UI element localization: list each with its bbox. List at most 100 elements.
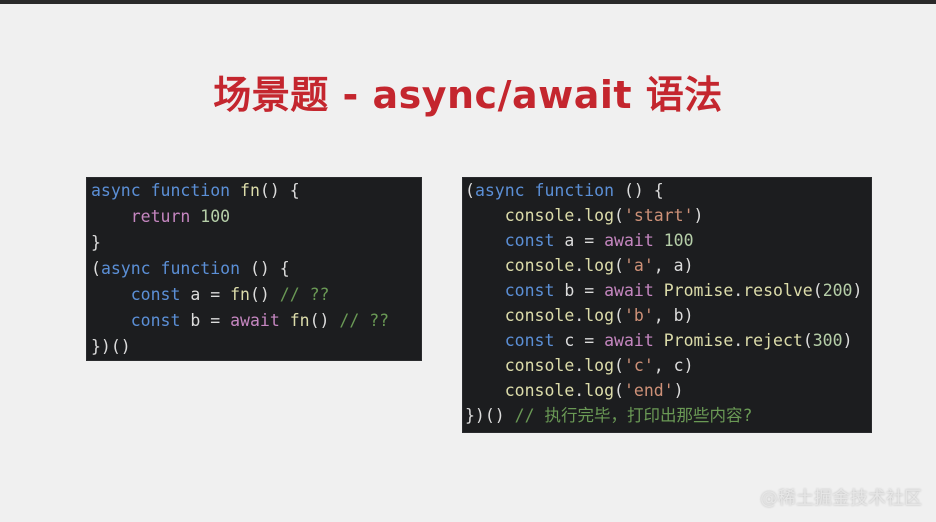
code-token: console [504, 306, 575, 325]
code-token: ) [693, 206, 704, 225]
code-token: ) [852, 281, 863, 300]
code-token: . [733, 281, 744, 300]
code-line: const b = await fn() // ?? [91, 308, 421, 334]
code-token: fn [240, 181, 260, 200]
code-token: , b) [653, 306, 694, 325]
code-token: . [574, 356, 585, 375]
code-token: // 执行完毕，打印出那些内容? [514, 406, 753, 425]
code-token: console [504, 356, 575, 375]
code-token: () { [249, 259, 290, 278]
code-token: const [504, 331, 565, 350]
code-token: fn [289, 311, 310, 330]
code-token: 'a' [623, 256, 654, 275]
code-token: b = [190, 311, 231, 330]
code-token: async function [91, 181, 241, 200]
code-token: const [130, 311, 191, 330]
code-token [465, 306, 505, 325]
code-token: } [91, 233, 101, 252]
watermark: @稀土掘金技术社区 [760, 488, 922, 509]
code-block-right: (async function () { console.log('start'… [462, 177, 872, 433]
code-token: 100 [200, 207, 231, 226]
code-token: b = [564, 281, 605, 300]
code-token: 'c' [623, 356, 654, 375]
code-token: log [584, 256, 615, 275]
code-line: async function fn() { [91, 178, 421, 204]
code-token: , a) [653, 256, 694, 275]
code-token: })() [91, 337, 131, 356]
code-token [91, 207, 131, 226]
code-line: const a = await 100 [465, 228, 871, 253]
code-token: await [604, 281, 664, 300]
code-line: })() // 执行完毕，打印出那些内容? [465, 403, 871, 428]
code-line: (async function () { [465, 178, 871, 203]
code-token: . [733, 331, 744, 350]
code-token: 'b' [623, 306, 654, 325]
code-token: ( [802, 331, 813, 350]
code-token [465, 381, 505, 400]
code-token [465, 206, 505, 225]
code-token: Promise [663, 331, 734, 350]
code-token: 200 [822, 281, 853, 300]
code-token: log [584, 356, 615, 375]
code-line: const c = await Promise.reject(300) [465, 328, 871, 353]
code-line: console.log('b', b) [465, 303, 871, 328]
code-token: await [604, 331, 664, 350]
code-token: a = [190, 285, 231, 304]
code-token [91, 311, 131, 330]
code-token [465, 231, 505, 250]
code-token: ( [91, 259, 101, 278]
code-token: 100 [663, 231, 694, 250]
code-token: 300 [812, 331, 843, 350]
code-line: } [91, 230, 421, 256]
code-token: })() [465, 406, 515, 425]
code-token: console [504, 381, 575, 400]
code-token: ( [614, 306, 624, 325]
code-token: ) [842, 331, 853, 350]
code-line: console.log('a', a) [465, 253, 871, 278]
code-token: 'start' [623, 206, 694, 225]
code-token: async function [474, 181, 624, 200]
code-token: ) [673, 381, 684, 400]
code-token: . [574, 306, 585, 325]
code-token: ( [614, 256, 624, 275]
code-token: const [130, 285, 191, 304]
code-token: . [574, 206, 585, 225]
code-line: console.log('end') [465, 378, 871, 403]
code-token: a = [564, 231, 605, 250]
code-token: ( [614, 381, 624, 400]
code-token: () { [623, 181, 664, 200]
code-token: ( [465, 181, 475, 200]
code-token: async function [100, 259, 250, 278]
code-token: console [504, 256, 575, 275]
code-token: Promise [663, 281, 734, 300]
code-token: () [309, 311, 340, 330]
code-token: . [574, 256, 585, 275]
top-bar [0, 0, 936, 4]
code-token: log [584, 306, 615, 325]
code-line: return 100 [91, 204, 421, 230]
code-line: const b = await Promise.resolve(200) [465, 278, 871, 303]
code-line: (async function () { [91, 256, 421, 282]
code-token: ( [614, 206, 624, 225]
code-token: resolve [743, 281, 813, 300]
code-token: () [249, 285, 280, 304]
code-token: ( [812, 281, 823, 300]
slide-title: 场景题 - async/await 语法 [213, 73, 723, 117]
code-token: , c) [653, 356, 694, 375]
code-token [465, 256, 505, 275]
code-token [465, 356, 505, 375]
code-token [465, 281, 505, 300]
code-token: reject [743, 331, 803, 350]
code-token: . [574, 381, 585, 400]
code-token: await [604, 231, 664, 250]
code-token [465, 331, 505, 350]
code-token: const [504, 281, 565, 300]
code-line: const a = fn() // ?? [91, 282, 421, 308]
code-token: console [504, 206, 575, 225]
code-token: // ?? [279, 285, 330, 304]
code-token: () { [259, 181, 300, 200]
code-block-left: async function fn() { return 100}(async … [86, 177, 422, 361]
code-token: const [504, 231, 565, 250]
code-token: log [584, 381, 615, 400]
